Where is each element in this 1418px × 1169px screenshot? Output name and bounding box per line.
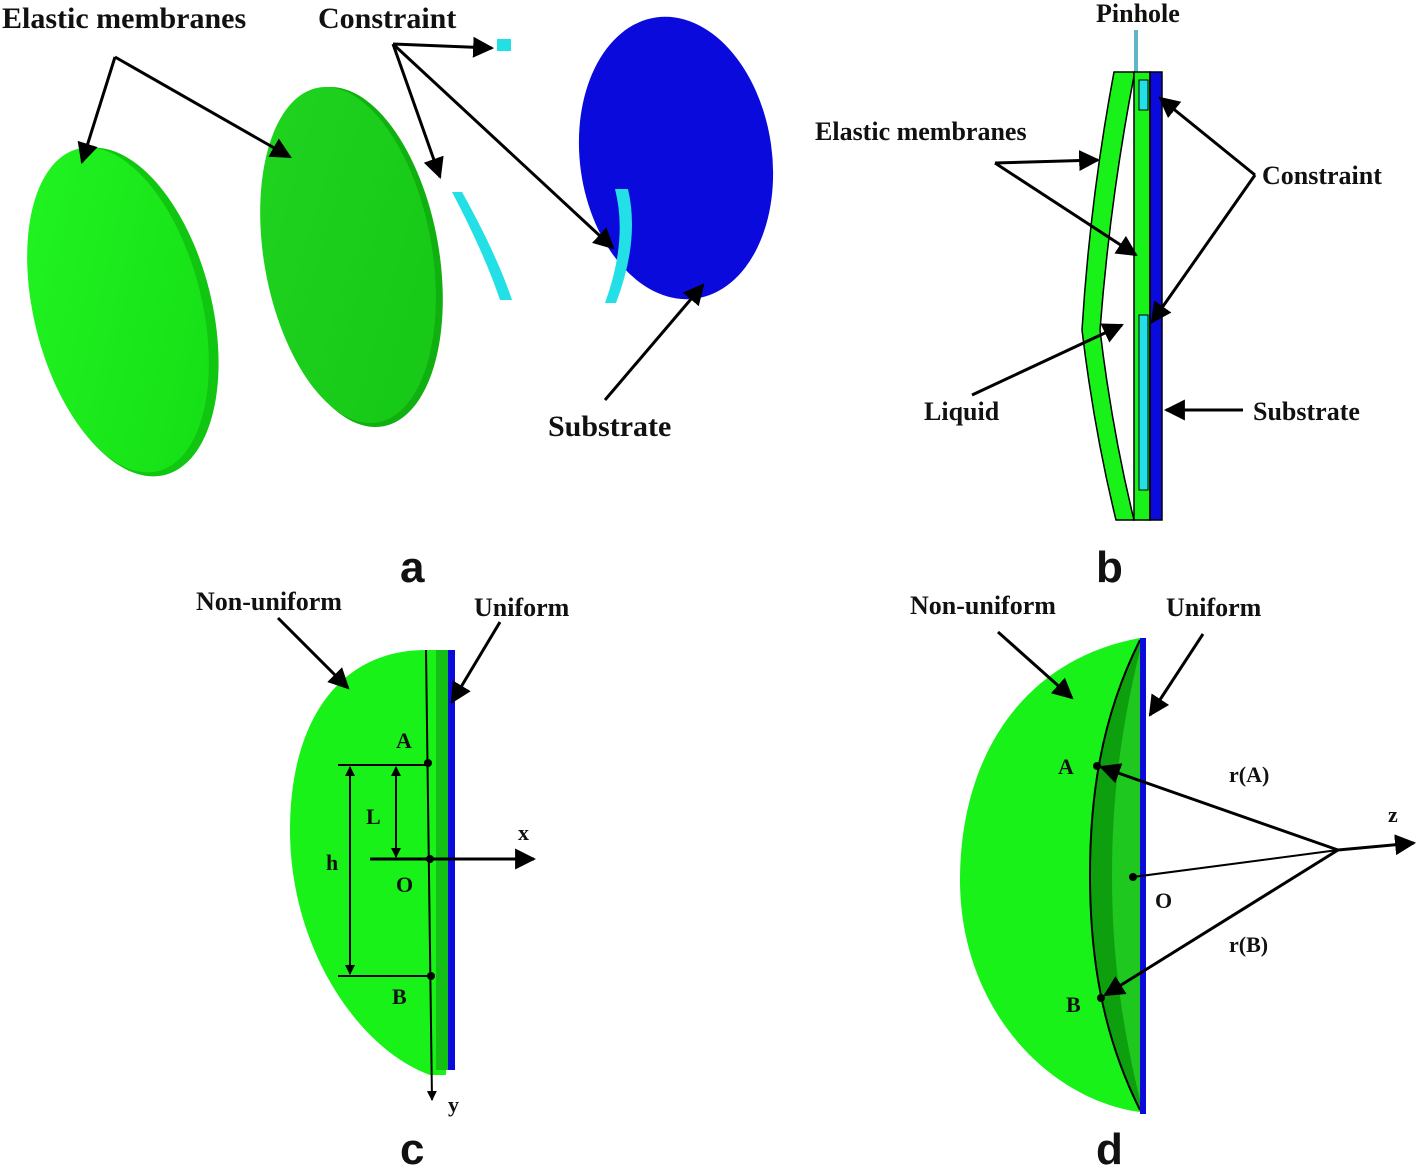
radius-A <box>1099 763 1339 852</box>
substrate-bar <box>1149 71 1163 521</box>
membrane-outline-d <box>1088 639 1141 1111</box>
label-elastic-membranes: Elastic membranes <box>2 2 246 35</box>
label-x: x <box>518 820 529 845</box>
arrow-liquid <box>971 323 1124 397</box>
label-rA: r(A) <box>1229 762 1269 787</box>
z-axis <box>1337 834 1417 856</box>
label-A-c: A <box>396 728 412 753</box>
arrow-non-uniform-c <box>276 616 350 690</box>
arrow-membrane-curved <box>994 150 1101 172</box>
label-L: L <box>366 804 381 829</box>
label-uniform-c: Uniform <box>474 593 570 622</box>
label-h: h <box>326 850 338 875</box>
y-axis <box>425 649 437 1101</box>
label-substrate: Substrate <box>548 410 671 443</box>
line-to-O-d <box>1132 849 1339 878</box>
label-substrate-b: Substrate <box>1253 397 1360 426</box>
label-constraint: Constraint <box>318 2 456 35</box>
constraint-arc-piece <box>452 192 512 300</box>
arrow-constraint-top <box>1158 96 1256 177</box>
panel-letter-d: d <box>1096 1125 1123 1169</box>
panel-letter-b: b <box>1096 543 1123 592</box>
label-A-d: A <box>1058 754 1074 779</box>
arrow-constraint-bottom <box>1150 174 1257 324</box>
arrow-membrane-1 <box>77 56 117 165</box>
panel-letter-c: c <box>400 1125 424 1169</box>
arrow-constraint-3 <box>391 42 615 250</box>
constraint-strip-bottom <box>1138 314 1149 491</box>
constraint-on-substrate <box>605 189 632 303</box>
pinhole-tube <box>1134 30 1138 72</box>
constraint-small-piece <box>497 39 511 51</box>
label-rB: r(B) <box>1229 932 1268 957</box>
label-uniform-d: Uniform <box>1166 593 1262 622</box>
panel-b: Pinhole Elastic membranes Constraint Liq… <box>815 0 1382 592</box>
point-A-d <box>1093 762 1101 770</box>
constraint-strip-top <box>1138 79 1149 111</box>
arrow-substrate <box>603 283 705 401</box>
non-uniform-membrane-c <box>290 650 446 1075</box>
label-z: z <box>1388 802 1398 827</box>
elastic-membrane-1 <box>27 147 219 477</box>
elastic-membrane-2 <box>260 86 443 428</box>
radius-B <box>1103 848 1339 997</box>
arrow-uniform-d <box>1148 633 1205 717</box>
panel-letter-a: a <box>400 543 425 592</box>
label-non-uniform-d: Non-uniform <box>910 591 1056 620</box>
label-O-c: O <box>396 872 413 897</box>
point-B-d <box>1097 994 1105 1002</box>
arrow-non-uniform-d <box>997 630 1074 700</box>
substrate-disk <box>578 16 774 300</box>
panel-a: Elastic membranes Constraint Substrate a <box>2 2 774 592</box>
label-pinhole: Pinhole <box>1096 0 1180 28</box>
label-liquid: Liquid <box>924 397 1000 426</box>
label-B-c: B <box>392 984 407 1009</box>
label-O-d: O <box>1155 888 1172 913</box>
arrow-membrane-flat <box>994 161 1138 257</box>
curved-membrane <box>1081 71 1135 521</box>
arrow-constraint-2 <box>391 43 444 179</box>
label-B-d: B <box>1066 992 1081 1017</box>
label-constraint-b: Constraint <box>1262 161 1382 190</box>
label-y: y <box>448 1092 459 1117</box>
panel-c: Non-uniform Uniform A L h O B x y c <box>196 587 570 1169</box>
arrow-uniform-c <box>450 621 502 704</box>
arrow-constraint-1 <box>392 36 495 58</box>
panel-d: Non-uniform Uniform A r(A) z O r(B) B d <box>910 591 1417 1169</box>
label-elastic-membranes-b: Elastic membranes <box>815 117 1027 146</box>
label-non-uniform-c: Non-uniform <box>196 587 342 616</box>
non-uniform-membrane-d <box>960 638 1140 1112</box>
arrow-membrane-2 <box>114 55 292 159</box>
